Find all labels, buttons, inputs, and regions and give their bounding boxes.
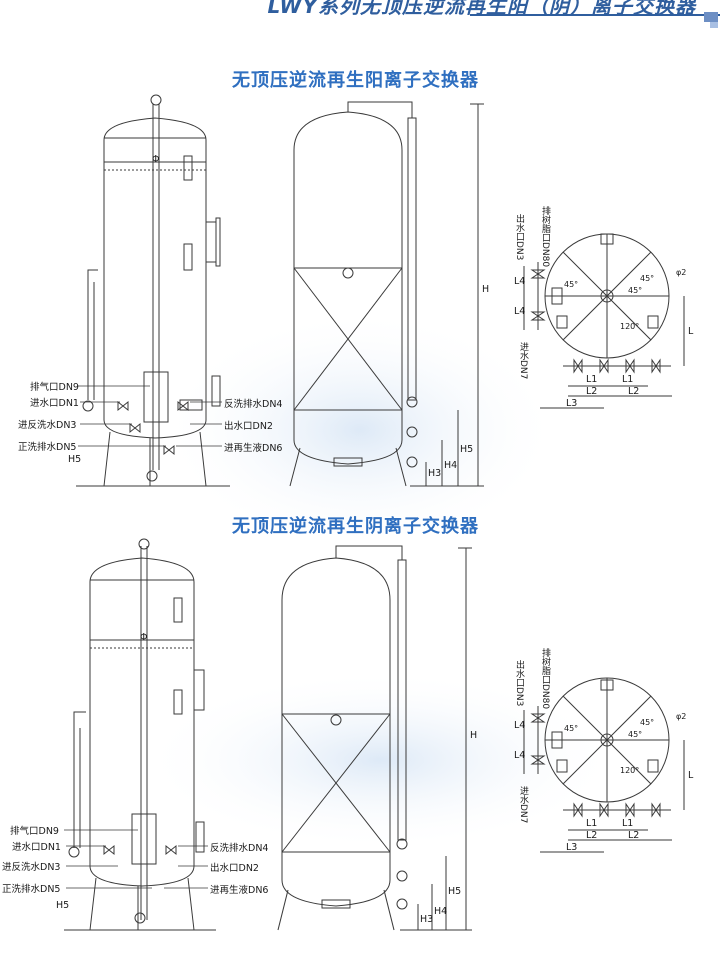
- plan-dim-l1-a: L1: [586, 374, 598, 385]
- dim-h5-left-2: H5: [56, 900, 70, 911]
- label-outlet-dn2-2: 出水口DN2: [210, 863, 259, 874]
- plan-dim-l1-b-2: L1: [622, 818, 634, 829]
- elevation-tank-1: [76, 94, 230, 487]
- label-backwash-inlet-dn3: 进反洗水DN3: [18, 420, 77, 431]
- dim-h-2: H: [470, 730, 478, 741]
- corner-mark: [704, 12, 718, 22]
- plan-dim-l4-b-2: L4: [514, 750, 526, 761]
- plan-label-inlet-dn7-2: 进水DN7: [518, 786, 528, 824]
- plan-dim-l2-b: L2: [628, 386, 640, 397]
- label-vent-dn9: 排气口DN9: [30, 382, 79, 393]
- plan-angle-45-c: 45°: [628, 286, 643, 295]
- corner-mark-small: [710, 22, 718, 28]
- label-inlet-dn1: 进水口DN1: [30, 398, 79, 409]
- plan-angle-45-b: 45°: [640, 274, 655, 283]
- label-rinse-drain-dn5: 正洗排水DN5: [18, 442, 77, 453]
- plan-label-outlet-dn3-2: 出水口DN3: [514, 660, 524, 707]
- plan-angle-120-2: 120°: [620, 766, 640, 775]
- plan-angle-45-c-2: 45°: [628, 730, 643, 739]
- label-backwash-inlet-dn3-2: 进反洗水DN3: [2, 862, 61, 873]
- plan-dim-l2-a: L2: [586, 386, 598, 397]
- dim-phi-2: Φ: [140, 632, 148, 643]
- plan-angle-45-b-2: 45°: [640, 718, 655, 727]
- plan-label-outlet-dn3: 出水口DN3: [514, 214, 524, 261]
- header-bar: [0, 0, 720, 12]
- plan-dim-l2-b-2: L2: [628, 830, 640, 841]
- section-tank-1: [289, 101, 484, 487]
- plan-angle-120: 120°: [620, 322, 640, 331]
- plan-dim-l: L: [688, 326, 694, 337]
- label-outlet-dn2: 出水口DN2: [224, 421, 273, 432]
- plan-dim-l1-b: L1: [622, 374, 634, 385]
- plan-phi2: φ2: [676, 268, 687, 277]
- label-rinse-drain-dn5-2: 正洗排水DN5: [2, 884, 61, 895]
- plan-dim-l3-2: L3: [566, 842, 578, 853]
- label-regenerant-inlet-dn6-2: 进再生液DN6: [210, 885, 269, 896]
- dim-h3: H3: [428, 468, 442, 479]
- plan-dim-l-2: L: [688, 770, 694, 781]
- plan-angle-45-a: 45°: [564, 280, 579, 289]
- label-vent-dn9-2: 排气口DN9: [10, 826, 59, 837]
- section-title-cation: 无顶压逆流再生阳离子交换器: [232, 70, 479, 91]
- plan-angle-45-a-2: 45°: [564, 724, 579, 733]
- plan-dim-l2-a-2: L2: [586, 830, 598, 841]
- dim-h5-2: H5: [448, 886, 462, 897]
- header-rule: [470, 14, 720, 16]
- plan-dim-l4-a-2: L4: [514, 720, 526, 731]
- label-regenerant-inlet-dn6: 进再生液DN6: [224, 443, 283, 454]
- plan-view-2: [523, 677, 685, 853]
- dim-h4-2: H4: [434, 906, 448, 917]
- plan-label-inlet-dn7: 进水DN7: [518, 342, 528, 380]
- plan-view-1: [523, 233, 685, 409]
- watermark-ripple: [140, 670, 620, 850]
- page-header-title: LWY系列无顶压逆流再生阳（阴）离子交换器: [267, 0, 696, 18]
- plan-label-resin-drain-dn80-2: 排树脂口DN80: [540, 648, 550, 710]
- plan-dim-l3: L3: [566, 398, 578, 409]
- dim-h5: H5: [460, 444, 474, 455]
- watermark-swirl: [160, 310, 560, 550]
- plan-label-resin-drain-dn80: 排树脂口DN80: [540, 206, 550, 268]
- section-title-anion: 无顶压逆流再生阴离子交换器: [232, 516, 479, 537]
- dim-phi: Φ: [152, 154, 160, 165]
- elevation-tank-2: [64, 538, 216, 931]
- section-tank-2: [277, 545, 472, 931]
- dim-h5-left: H5: [68, 454, 82, 465]
- label-backwash-drain-dn4: 反洗排水DN4: [224, 399, 283, 410]
- label-inlet-dn1-2: 进水口DN1: [12, 842, 61, 853]
- dim-h4: H4: [444, 460, 458, 471]
- plan-dim-l4-a: L4: [514, 276, 526, 287]
- dim-h3-2: H3: [420, 914, 434, 925]
- label-backwash-drain-dn4-2: 反洗排水DN4: [210, 843, 269, 854]
- plan-phi2-2: φ2: [676, 712, 687, 721]
- leader-lines: [64, 385, 222, 889]
- dim-h: H: [482, 284, 490, 295]
- plan-dim-l4-b: L4: [514, 306, 526, 317]
- plan-dim-l1-a-2: L1: [586, 818, 598, 829]
